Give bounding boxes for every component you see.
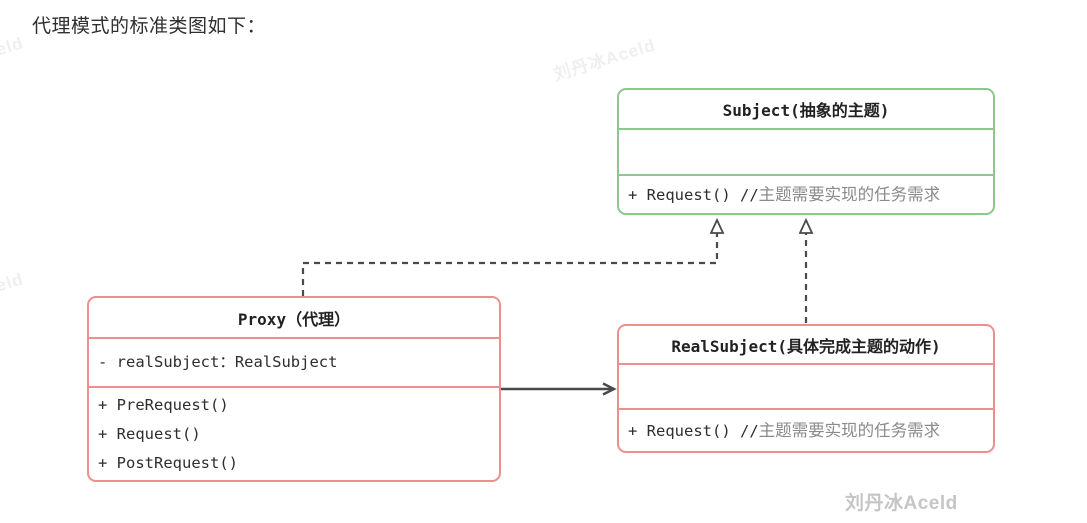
method-code: + Request() //: [628, 421, 759, 440]
watermark-faint-top-left: 刘丹冰Aceld: [0, 33, 26, 83]
method-comment: 主题需要实现的任务需求: [758, 420, 941, 440]
class-methods-realsubject: + Request() //主题需要实现的任务需求: [619, 408, 993, 451]
class-methods-subject: + Request() //主题需要实现的任务需求: [619, 174, 993, 213]
watermark-signature: 刘丹冰Aceld: [845, 493, 958, 514]
class-box-realsubject: RealSubject(具体完成主题的动作) + Request() //主题需…: [617, 324, 995, 453]
class-attributes-realsubject: [619, 363, 993, 408]
class-title-realsubject: RealSubject(具体完成主题的动作): [671, 336, 941, 356]
class-attributes-subject: [619, 128, 993, 174]
class-attributes-proxy: - realSubject：RealSubject: [89, 337, 499, 386]
class-title-subject: Subject(抽象的主题): [722, 101, 890, 120]
method-line: + PostRequest(): [98, 453, 238, 472]
class-title-proxy: Proxy（代理）: [237, 309, 351, 329]
class-methods-proxy: + PreRequest() + Request() + PostRequest…: [89, 386, 499, 480]
realization-arrow-proxy-to-subject: [301, 220, 717, 296]
method-comment: 主题需要实现的任务需求: [758, 184, 941, 204]
attribute-line: - realSubject：RealSubject: [98, 353, 338, 371]
page-title: 代理模式的标准类图如下：: [32, 16, 267, 37]
method-line: + Request() //主题需要实现的任务需求: [628, 180, 993, 210]
method-line: + Request(): [98, 424, 201, 443]
method-line: + PreRequest(): [98, 395, 229, 414]
class-box-proxy: Proxy（代理） - realSubject：RealSubject + Pr…: [87, 296, 501, 482]
class-box-subject: Subject(抽象的主题) + Request() //主题需要实现的任务需求: [617, 88, 995, 215]
watermark-faint-top-center: 刘丹冰Aceld: [551, 35, 658, 85]
method-line: + Request() //主题需要实现的任务需求: [628, 416, 993, 446]
watermark-faint-left: 刘丹冰Aceld: [0, 269, 26, 319]
method-code: + Request() //: [628, 185, 759, 204]
